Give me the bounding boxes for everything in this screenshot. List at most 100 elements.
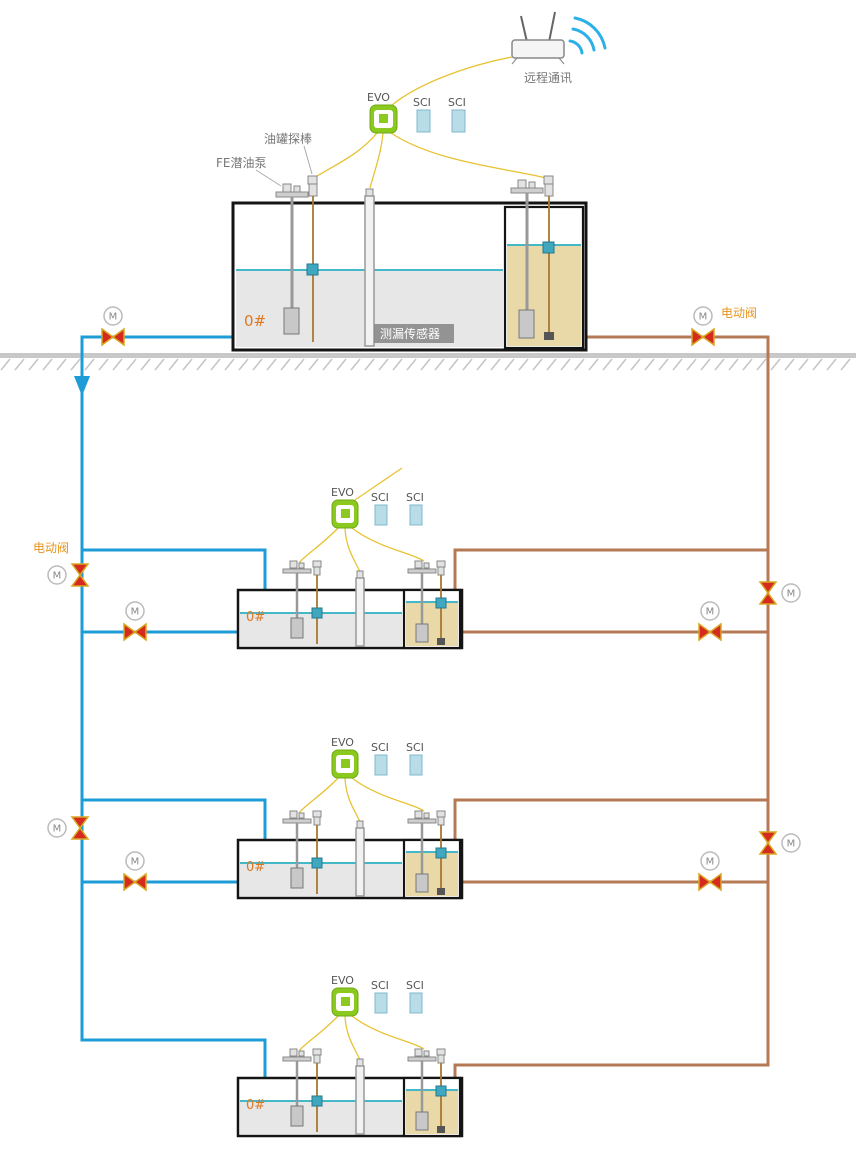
flow-arrow-icon [74,376,90,396]
sump-pump-assembly [510,179,544,339]
router-foot [511,57,518,65]
tank-number: 0# [244,312,266,330]
leak-sensor-tube [355,1058,365,1135]
antenna-icon [520,15,528,43]
leader-line [303,145,313,175]
motor-valve-supply-branch-3: M [123,851,147,892]
submersible-pump-assembly [282,1048,312,1127]
motor-icon [700,851,720,871]
motor-valve-return-branch-3: M [698,851,722,892]
sump-probe-assembly [435,560,447,645]
sci-module [409,992,423,1014]
motor-icon [47,565,67,585]
level-float [311,857,323,869]
leader-line [255,169,282,187]
ground-hatch [0,358,851,371]
svg-text:M: M [53,824,62,835]
sump-pump-assembly [407,1048,437,1131]
return-pipe-network [453,335,770,1078]
level-float [311,1095,323,1107]
sci-label: SCI [371,741,389,754]
svg-text:M: M [699,312,708,323]
tank-unit-3: EVO SCI SCI 0# [236,736,464,900]
signal-wires [298,777,425,823]
svg-text:M: M [787,589,796,600]
sci-module [374,504,388,526]
sci-module [374,754,388,776]
sump-liquid [406,1090,458,1134]
svg-text:M: M [706,857,715,868]
sci-label: SCI [371,979,389,992]
sci-label: SCI [406,491,424,504]
pump-body [290,1105,304,1127]
svg-text:M: M [131,607,140,618]
sump-probe-assembly [435,1048,447,1133]
sci-module [416,109,431,133]
sump-probe-assembly [435,810,447,895]
motor-icon [47,818,67,838]
main-tank-unit: EVO SCI SCI 0# [216,56,588,352]
valve-icon [758,831,778,845]
sump-liquid [507,246,581,346]
motor-icon [781,833,801,853]
valve-icon [70,563,90,577]
router-foot [558,57,565,65]
return-main-pipe [453,335,770,1078]
signal-wires [298,1015,425,1061]
evo-controller: EVO SCI SCI [331,974,424,1017]
pump-body [415,1111,429,1131]
tank-probe-assembly [311,560,323,644]
return-branch-tank3-top [453,798,768,840]
remote-comm-label: 远程通讯 [524,70,572,85]
svg-text:M: M [131,857,140,868]
leak-sensor-tube [355,820,365,897]
valve-icon [123,872,137,892]
ground-line [0,353,856,371]
wifi-icon [568,16,607,55]
supply-main-pipe [80,335,267,1078]
motor-icon [693,306,713,326]
motor-valve-return-riser-2: M [758,581,801,605]
sump-pump-assembly [407,810,437,893]
signal-wires [298,467,425,573]
valve-icon [123,622,137,642]
router [511,11,565,65]
ground-surface [0,353,856,358]
sci-label: SCI [413,96,431,109]
pump-body [415,623,429,643]
electric-valve-label: 电动阀 [33,541,69,555]
tank-probe-assembly [306,175,319,342]
motor-icon [103,306,123,326]
submersible-pump-assembly [282,560,312,639]
valve-icon [758,581,778,595]
tank-unit-2: EVO SCI SCI 0# [236,467,464,650]
svg-text:M: M [787,839,796,850]
electric-valve-label: 电动阀 [721,306,757,320]
valve-icon [698,622,712,642]
level-float [311,607,323,619]
motor-icon [125,851,145,871]
pump-body [518,309,535,339]
level-float [542,241,555,254]
valve-icon [70,816,90,830]
router-body [511,39,565,59]
tank-number: 0# [246,860,265,875]
antenna-icon [548,11,556,43]
sci-label: SCI [406,741,424,754]
motor-valve-supply-riser-2: M [47,563,90,587]
motor-valve-return-branch-2: M [698,601,722,642]
return-branch-tank2-top [453,548,768,590]
tank-number: 0# [246,610,265,625]
fe-pump-label: FE潜油泵 [216,156,267,170]
tank-unit-4: EVO SCI SCI 0# [236,974,464,1138]
svg-text:M: M [706,607,715,618]
motor-valve-return-riser-3: M [758,831,801,855]
sci-module [374,992,388,1014]
pump-body [290,617,304,639]
tank-number: 0# [246,1098,265,1113]
supply-branch-tank3-top [82,798,267,840]
sci-label: SCI [371,491,389,504]
supply-branch-tank2-top [82,548,267,590]
